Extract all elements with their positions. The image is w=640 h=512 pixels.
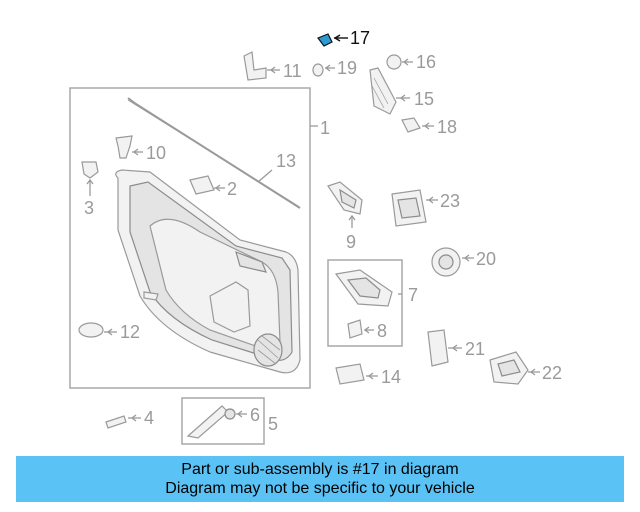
trim-part-21 [427,329,462,367]
switch-part-23 [391,189,438,227]
parts-diagram: 1 2 3 4 5 6 7 8 9 10 11 12 13 14 15 16 1… [69,28,562,445]
screw-part-18 [401,117,434,133]
callout-13: 13 [276,151,296,171]
screw-part-4 [105,414,141,429]
bracket-part-2 [189,175,225,195]
info-banner: Part or sub-assembly is #17 in diagram D… [16,456,624,502]
callout-1: 1 [320,118,330,138]
callout-20: 20 [476,249,496,269]
knob-part-20 [431,247,474,277]
trim-part-22 [489,351,540,385]
screw-part-3 [81,161,99,196]
callout-17[interactable]: 17 [350,28,370,48]
switch-part-9 [327,181,363,228]
callout-15: 15 [414,89,434,109]
clip-part-14 [335,363,378,385]
handle-part-6 [186,405,247,439]
callout-18: 18 [437,117,457,137]
callout-14: 14 [381,367,401,387]
washer-part-19 [312,63,335,77]
cap-part-16 [386,54,413,70]
callout-2: 2 [227,179,237,199]
bracket-part-11 [243,51,280,81]
callout-11: 11 [283,61,302,81]
callout-3: 3 [84,198,94,218]
switch-panel-box [327,259,403,347]
callout-16: 16 [416,52,436,72]
callout-12: 12 [120,322,140,342]
panel-bracket-box [69,87,311,389]
callout-7: 7 [408,285,418,305]
callout-22: 22 [542,363,562,383]
banner-line-disclaimer: Diagram may not be specific to your vehi… [165,480,475,497]
callout-9: 9 [346,232,356,252]
callout-4: 4 [144,408,154,428]
callout-6: 6 [250,405,260,425]
door-trim-panel [115,169,301,374]
callout-19: 19 [337,58,357,78]
callout-21: 21 [465,339,485,359]
handle-box [181,397,265,445]
callout-5: 5 [268,414,278,434]
pad-part-12 [78,322,117,338]
callout-8: 8 [377,321,387,341]
bracket-part-8 [347,319,374,339]
callout-10: 10 [146,143,166,163]
switch-panel-part-7 [334,269,393,307]
clip-part-10 [115,135,143,159]
callout-23: 23 [440,191,460,211]
speaker-cover-part-15 [369,67,410,115]
banner-line-part-number: Part or sub-assembly is #17 in diagram [181,461,459,478]
clip-part-17-highlighted[interactable] [317,33,348,47]
